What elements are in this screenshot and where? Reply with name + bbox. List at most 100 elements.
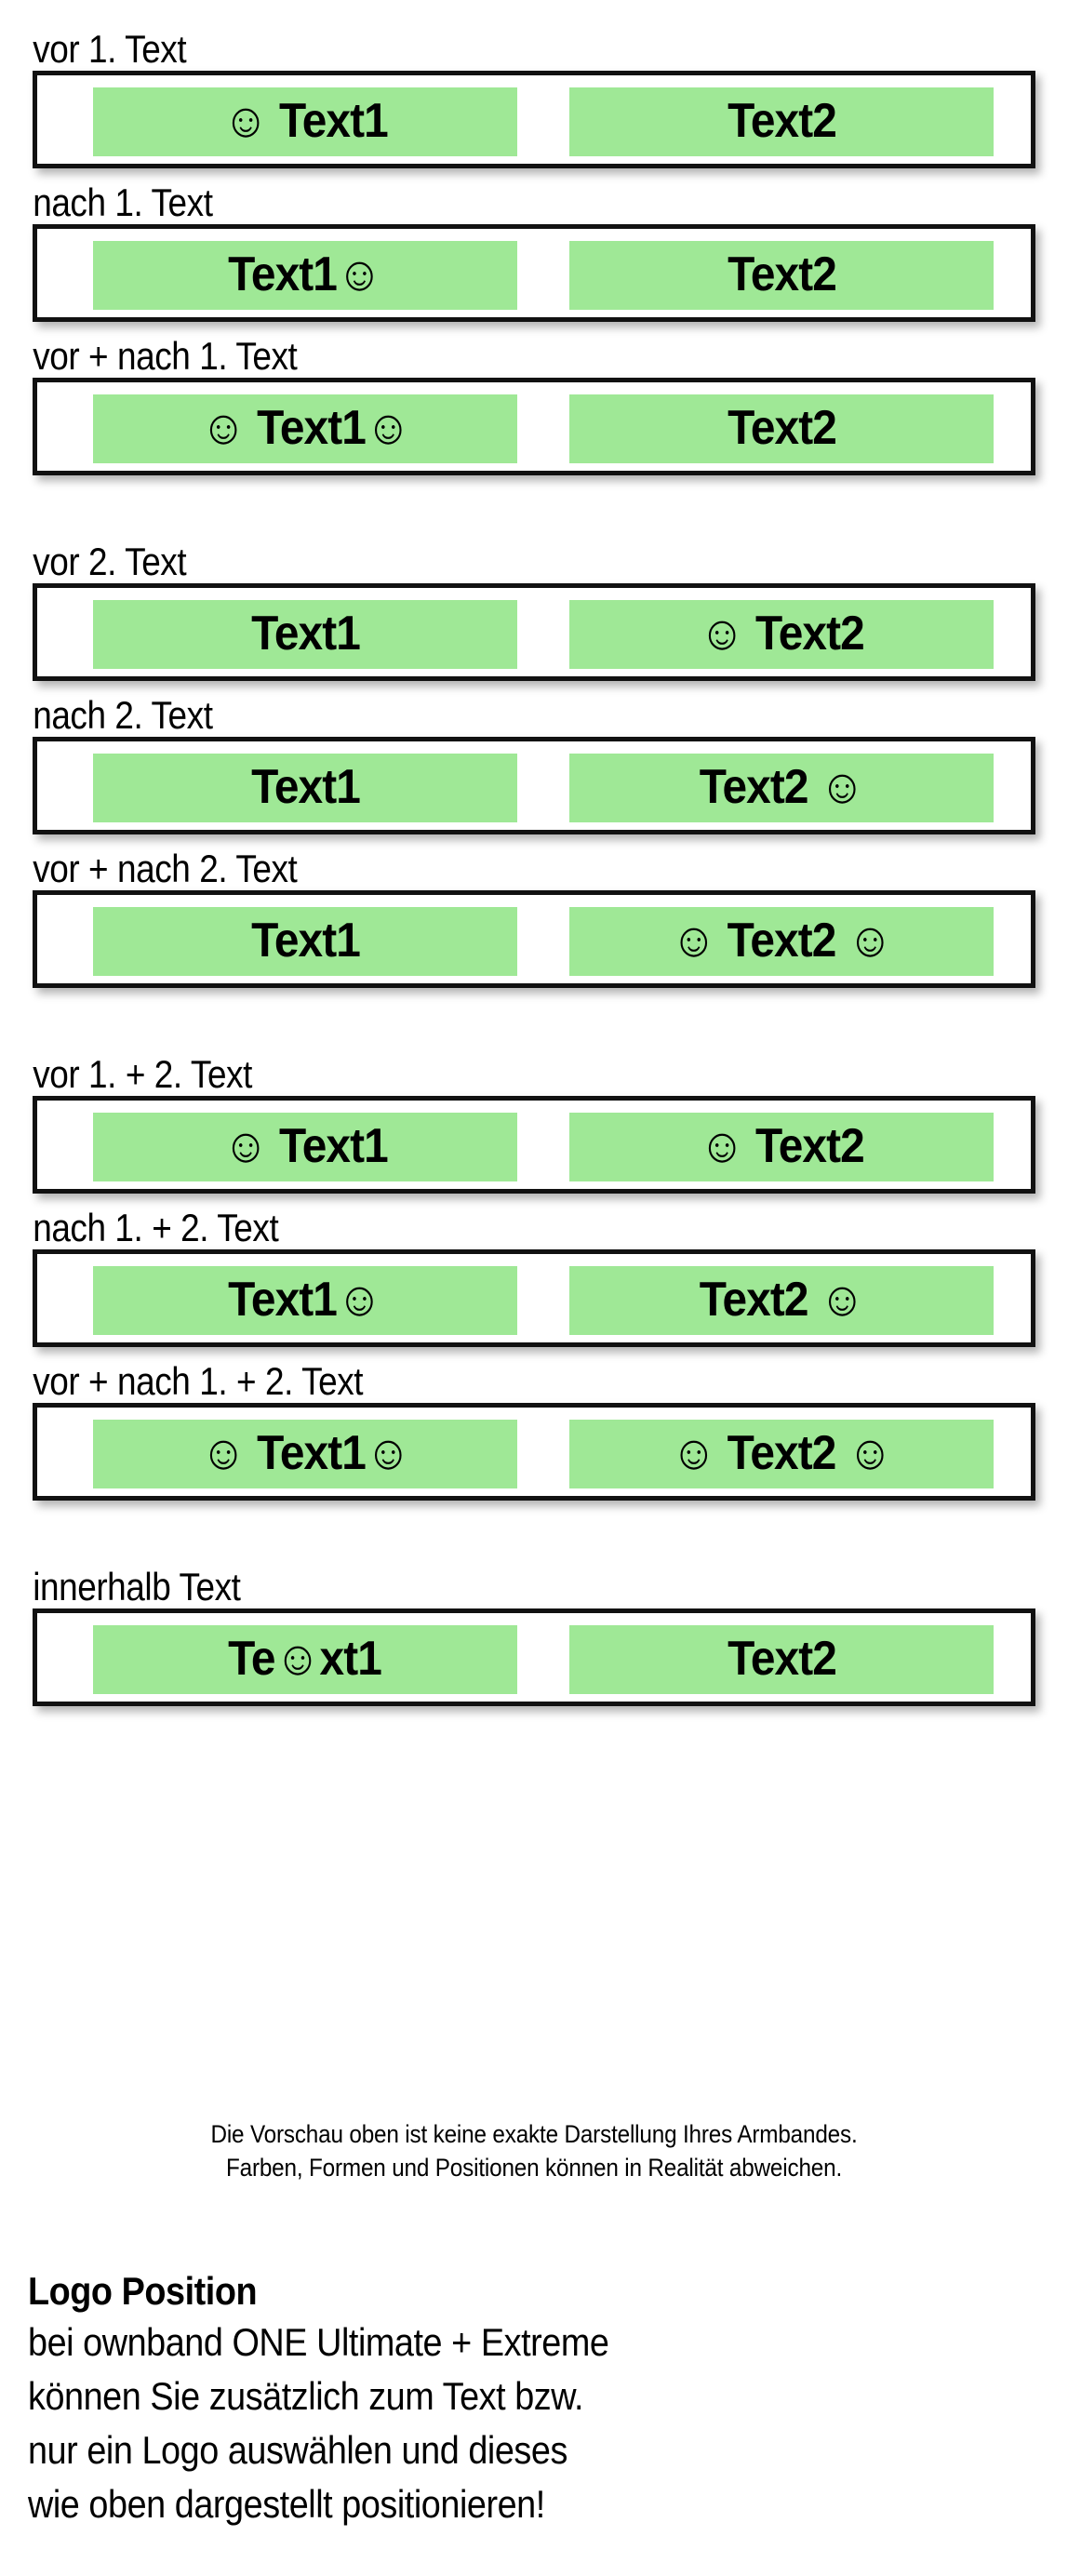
text-field-2[interactable]: Text2 xyxy=(569,1625,994,1694)
text-field-2-value: Text2 xyxy=(727,247,837,301)
text-field-2[interactable]: Text2 xyxy=(569,394,994,463)
field-text-part: Text1 xyxy=(250,913,361,968)
text-field-2-value: Text2 ☺ xyxy=(699,1272,864,1327)
wristband-graphic: ☺ Text1☺ Text2 xyxy=(33,1096,1035,1194)
text-field-1[interactable]: Text1 xyxy=(93,754,517,822)
preview-row-label: nach 2. Text xyxy=(33,693,213,737)
text-field-1-value: Text1 xyxy=(251,763,361,814)
preview-row-label: vor 2. Text xyxy=(33,540,187,583)
logo-position-line-3: nur ein Logo auswählen und dieses xyxy=(28,2428,567,2472)
preview-disclaimer: Die Vorschau oben ist keine exakte Darst… xyxy=(0,2117,1068,2184)
smiley-icon: ☺ xyxy=(819,759,865,814)
text-field-1-value: ☺ Text1 xyxy=(222,93,389,148)
text-field-2-value: Text2 xyxy=(727,1631,837,1686)
logo-position-line-4: wie oben dargestellt positionieren! xyxy=(28,2482,545,2526)
smiley-icon: ☺ xyxy=(222,1118,268,1173)
smiley-icon: ☺ xyxy=(699,1118,744,1173)
text-field-1[interactable]: ☺ Text1☺ xyxy=(93,1420,517,1488)
text-field-2[interactable]: Text2 xyxy=(569,87,994,156)
logo-position-block: Logo Position bei ownband ONE Ultimate +… xyxy=(28,2267,1042,2531)
text-field-2-value: Text2 xyxy=(728,97,837,148)
preview-row-label: nach 1. Text xyxy=(33,180,213,224)
preview-row-label: nach 1. + 2. Text xyxy=(33,1206,279,1249)
disclaimer-line-1: Die Vorschau oben ist keine exakte Darst… xyxy=(210,2120,858,2148)
text-field-1[interactable]: Text1☺ xyxy=(93,241,517,310)
text-field-2-value: ☺ Text2 xyxy=(699,606,865,661)
wristband-graphic: Text1☺ Text2 ☺ xyxy=(33,1249,1035,1347)
smiley-icon: ☺ xyxy=(847,1425,893,1480)
preview-row: vor + nach 1. + 2. Text☺ Text1☺☺ Text2 ☺ xyxy=(0,1360,1068,1501)
field-text-part: Text2 xyxy=(727,247,837,301)
text-field-1[interactable]: ☺ Text1☺ xyxy=(93,394,517,463)
text-field-2-value: ☺ Text2 ☺ xyxy=(671,913,893,968)
text-field-2-value: Text2 ☺ xyxy=(699,759,865,814)
field-text-part: Text2 xyxy=(743,1118,865,1173)
field-text-part: Text1 xyxy=(245,400,367,455)
wristband-graphic: ☺ Text1☺ Text2 xyxy=(33,378,1035,475)
text-field-1[interactable]: Te☺xt1 xyxy=(93,1625,517,1694)
field-text-part: xt1 xyxy=(319,1631,382,1686)
field-text-part: Text2 xyxy=(727,400,837,455)
preview-row-label: vor 1. + 2. Text xyxy=(33,1052,252,1096)
field-text-part: Text1 xyxy=(267,93,389,148)
smiley-icon: ☺ xyxy=(671,913,716,968)
smiley-icon: ☺ xyxy=(337,247,382,301)
preview-row-label: vor 1. Text xyxy=(33,27,187,71)
field-text-part: Text2 xyxy=(715,913,848,968)
field-text-part: Text2 xyxy=(699,759,820,814)
logo-position-line-1: bei ownband ONE Ultimate + Extreme xyxy=(28,2320,609,2364)
text-field-2[interactable]: Text2 xyxy=(569,241,994,310)
text-field-2[interactable]: ☺ Text2 ☺ xyxy=(569,907,994,976)
text-field-2-value: ☺ Text2 ☺ xyxy=(671,1425,893,1480)
smiley-icon: ☺ xyxy=(365,1425,411,1480)
text-field-2-value: Text2 xyxy=(727,400,837,455)
smiley-icon: ☺ xyxy=(200,400,246,455)
smiley-icon: ☺ xyxy=(365,400,411,455)
wristband-graphic: Te☺xt1 Text2 xyxy=(33,1608,1035,1706)
text-field-1-value: Te☺xt1 xyxy=(228,1631,383,1686)
smiley-icon: ☺ xyxy=(337,1272,382,1327)
preview-row: vor + nach 1. Text☺ Text1☺Text2 xyxy=(0,335,1068,475)
field-text-part: Text2 xyxy=(699,1272,820,1327)
text-field-1[interactable]: Text1 xyxy=(93,907,517,976)
smiley-icon: ☺ xyxy=(200,1425,246,1480)
text-field-1-value: ☺ Text1☺ xyxy=(200,1425,411,1480)
text-field-2[interactable]: Text2 ☺ xyxy=(569,1266,994,1335)
preview-row-label: vor + nach 1. + 2. Text xyxy=(33,1359,364,1403)
field-text-part: Text2 xyxy=(743,606,865,661)
text-field-2[interactable]: ☺ Text2 ☺ xyxy=(569,1420,994,1488)
text-field-2[interactable]: ☺ Text2 xyxy=(569,1113,994,1181)
text-field-2[interactable]: Text2 ☺ xyxy=(569,754,994,822)
field-text-part: Text1 xyxy=(228,247,339,301)
text-field-1-value: ☺ Text1☺ xyxy=(200,400,411,455)
wristband-graphic: ☺ Text1 Text2 xyxy=(33,71,1035,168)
field-text-part: Text2 xyxy=(715,1425,848,1480)
text-field-1[interactable]: ☺ Text1 xyxy=(93,1113,517,1181)
text-field-2[interactable]: ☺ Text2 xyxy=(569,600,994,669)
text-field-2-value: ☺ Text2 xyxy=(699,1118,865,1173)
wristband-graphic: ☺ Text1☺☺ Text2 ☺ xyxy=(33,1403,1035,1501)
smiley-icon: ☺ xyxy=(699,606,744,661)
field-text-part: Text1 xyxy=(228,1272,339,1327)
field-text-part: Text1 xyxy=(250,606,361,661)
text-field-1[interactable]: Text1 xyxy=(93,600,517,669)
field-text-part: Text1 xyxy=(245,1425,367,1480)
wristband-graphic: Text1 ☺ Text2 xyxy=(33,583,1035,681)
text-field-1-value: Text1 xyxy=(250,913,361,968)
smiley-icon: ☺ xyxy=(275,1631,321,1686)
logo-position-line-2: können Sie zusätzlich zum Text bzw. xyxy=(28,2374,584,2418)
smiley-icon: ☺ xyxy=(222,93,268,148)
field-text-part: Te xyxy=(228,1631,276,1686)
text-field-1-value: Text1☺ xyxy=(228,247,383,301)
field-text-part: Text2 xyxy=(727,1631,837,1686)
text-field-1[interactable]: ☺ Text1 xyxy=(93,87,517,156)
text-field-1[interactable]: Text1☺ xyxy=(93,1266,517,1335)
smiley-icon: ☺ xyxy=(671,1425,716,1480)
smiley-icon: ☺ xyxy=(847,913,893,968)
